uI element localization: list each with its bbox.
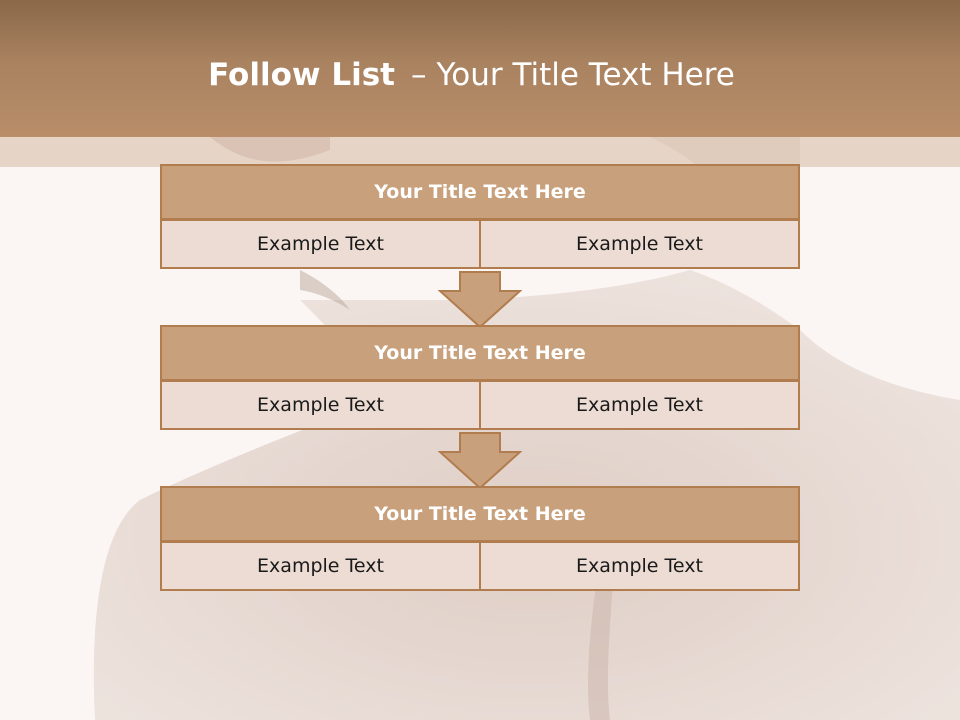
step-cell-left: Example Text	[160, 219, 481, 269]
step-title: Your Title Text Here	[160, 325, 800, 381]
step-cell-left: Example Text	[160, 541, 481, 591]
slide-title-dash: –	[410, 57, 427, 93]
slide-title-rest: Your Title Text Here	[436, 57, 735, 93]
step-block-3: Your Title Text Here Example Text Exampl…	[160, 486, 800, 591]
step-cell-right: Example Text	[479, 380, 800, 430]
step-block-2: Your Title Text Here Example Text Exampl…	[160, 325, 800, 430]
step-cell-right: Example Text	[479, 541, 800, 591]
step-row: Example Text Example Text	[160, 541, 800, 591]
step-row: Example Text Example Text	[160, 380, 800, 430]
slide-title: Follow List–Your Title Text Here	[0, 52, 943, 98]
arrow-down-icon	[438, 271, 522, 329]
arrow-down-icon	[438, 432, 522, 490]
step-row: Example Text Example Text	[160, 219, 800, 269]
step-cell-right: Example Text	[479, 219, 800, 269]
step-cell-left: Example Text	[160, 380, 481, 430]
header-strip	[0, 137, 960, 167]
step-block-1: Your Title Text Here Example Text Exampl…	[160, 164, 800, 269]
slide-title-bold: Follow List	[208, 57, 395, 93]
header-bar	[0, 0, 960, 137]
step-title: Your Title Text Here	[160, 486, 800, 542]
step-title: Your Title Text Here	[160, 164, 800, 220]
